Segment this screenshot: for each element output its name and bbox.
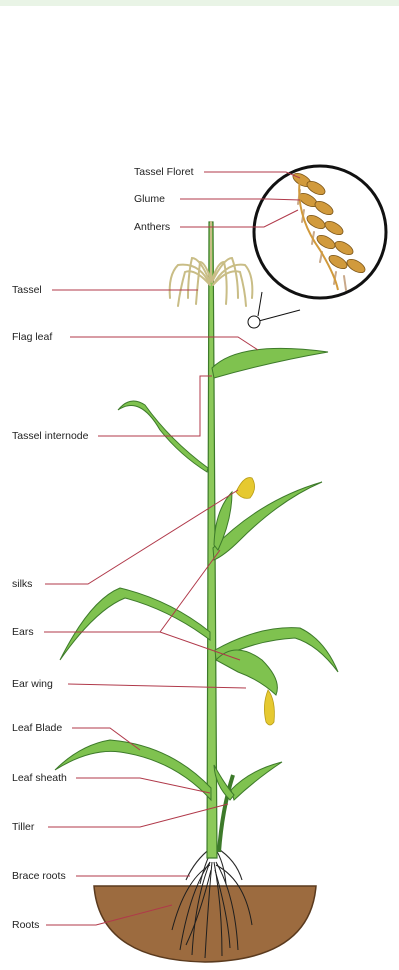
leader-lines: [44, 172, 300, 925]
label-leaf-blade: Leaf Blade: [12, 722, 62, 734]
label-glume: Glume: [134, 193, 165, 205]
label-tassel-floret: Tassel Floret: [134, 166, 194, 178]
label-brace-roots: Brace roots: [12, 870, 66, 882]
label-silks: silks: [12, 578, 32, 590]
label-tassel-internode: Tassel internode: [12, 430, 88, 442]
label-flag-leaf: Flag leaf: [12, 331, 52, 343]
label-ears: Ears: [12, 626, 34, 638]
leaves: [55, 348, 338, 800]
label-leaf-sheath: Leaf sheath: [12, 772, 67, 784]
tiller: [214, 762, 282, 852]
label-tassel: Tassel: [12, 284, 42, 296]
label-roots: Roots: [12, 919, 39, 931]
magnified-floret: [248, 166, 386, 328]
label-tiller: Tiller: [12, 821, 34, 833]
label-anthers: Anthers: [134, 221, 170, 233]
label-ear-wing: Ear wing: [12, 678, 53, 690]
